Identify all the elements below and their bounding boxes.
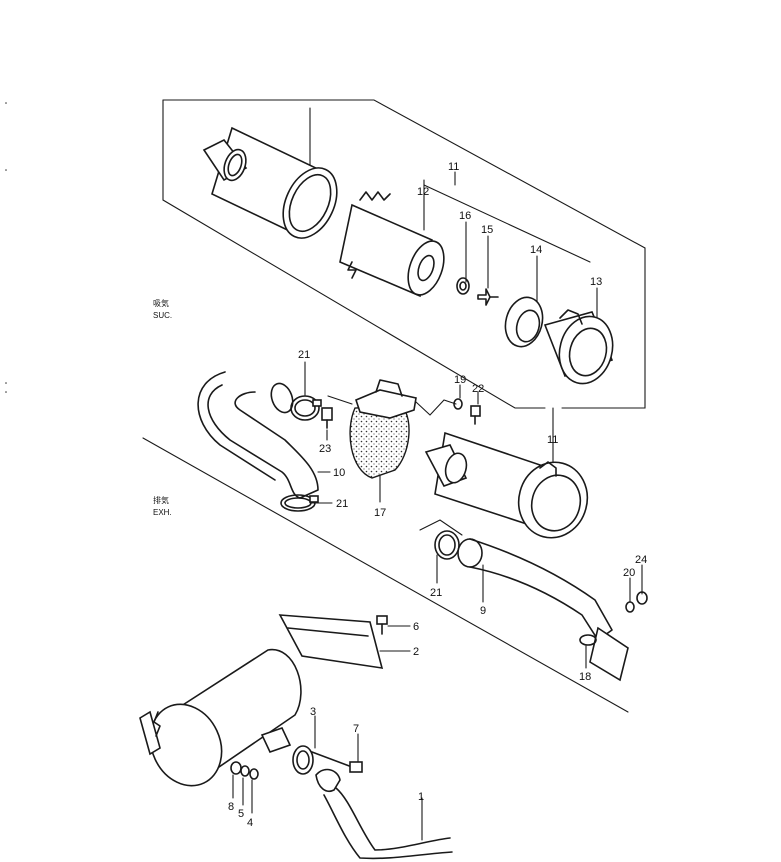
callout-22: 22 [472,383,484,395]
suc-label-jp: 吸気 [153,298,169,308]
callout-2: 2 [413,646,419,658]
callout-21-right: 21 [430,587,442,599]
callout-1: 1 [418,791,424,803]
callout-5: 5 [238,808,244,820]
section-divider-lines [142,99,646,713]
callout-19: 19 [454,374,466,386]
wing-nut [477,288,499,306]
heat-shield-cover [278,614,384,669]
callout-6: 6 [413,621,419,633]
nut-20-washer-24 [625,591,648,613]
small-bolt-23 [321,407,333,429]
air-cleaner-body-exploded [202,126,338,239]
callout-12: 12 [417,186,429,198]
callout-numbers: 11 12 16 15 14 13 21 19 22 23 10 17 11 2… [228,161,647,829]
leader-lines [232,171,643,841]
callout-21-middle: 21 [336,498,348,510]
suc-label-en: SUC. [153,311,172,320]
clamp-18 [579,634,597,646]
callout-14: 14 [530,244,542,256]
safety-element [504,296,544,348]
callout-7: 7 [353,723,359,735]
callout-10: 10 [333,467,345,479]
callout-21-upper: 21 [298,349,310,361]
clamp-bolt-7 [311,751,363,773]
washer-19-bolt-22 [453,398,481,425]
screw-6 [376,615,388,635]
callout-23: 23 [319,443,331,455]
exh-label-jp: 排気 [153,495,169,505]
exhaust-clamp-3 [292,745,314,775]
nut-washer-stack [230,761,259,780]
callout-11-top: 11 [448,161,459,173]
callout-16: 16 [459,210,471,222]
callout-3: 3 [310,706,316,718]
mounting-band-bracket [327,379,457,479]
scan-marks [5,102,7,393]
callout-4: 4 [247,817,253,829]
callout-20: 20 [623,567,635,579]
primary-element [339,191,445,298]
callout-9: 9 [480,605,486,617]
o-ring-seal [456,277,470,295]
section-label-suc: 吸気 SUC. [153,298,172,320]
callout-15: 15 [481,224,493,236]
hose-clamp-upper [290,395,322,421]
callout-13: 13 [590,276,602,288]
outlet-hose-9 [419,519,629,682]
cover-cap [543,309,614,385]
callout-18: 18 [579,671,591,683]
air-cleaner-assembly [424,431,589,539]
callout-17: 17 [374,507,386,519]
callout-8: 8 [228,801,234,813]
tail-pipe [315,768,453,860]
callout-11-lower: 11 [547,434,558,446]
muffler [139,649,302,787]
callout-24: 24 [635,554,647,566]
section-label-exh: 排気 EXH. [153,495,172,517]
exh-label-en: EXH. [153,508,172,517]
